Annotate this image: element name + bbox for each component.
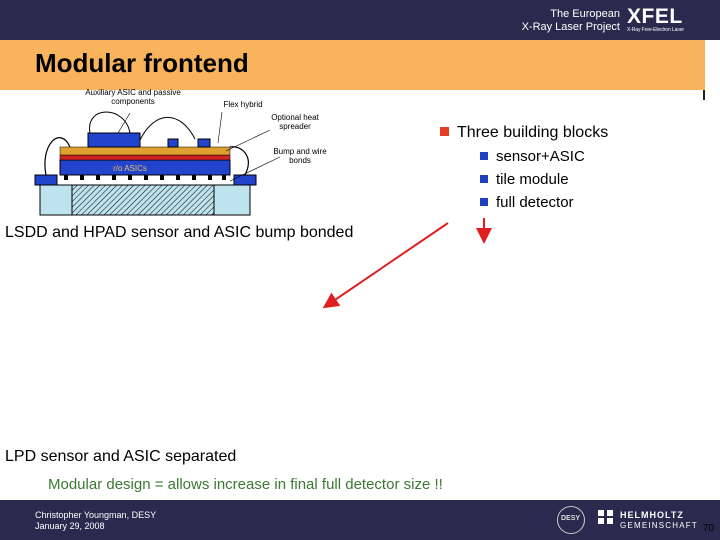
footer-author: Christopher Youngman, DESY: [35, 510, 157, 520]
pad-left: [34, 174, 58, 186]
header-line1: The European: [550, 8, 620, 20]
module-diagram-svg: [34, 111, 281, 216]
bullet-square-icon: [480, 152, 488, 160]
helmholtz-logo-line1: HELMHOLTZ: [620, 510, 684, 520]
hatched-block: [71, 184, 215, 216]
helmholtz-logo-line2: GEMEINSCHAFT: [620, 521, 698, 530]
bump-layer: [59, 154, 231, 161]
text-lpd-separated: LPD sensor and ASIC separated: [5, 448, 237, 465]
text-modular-design: Modular design = allows increase in fina…: [48, 476, 443, 493]
title-bar-edge: [703, 90, 705, 100]
bullet-sub-text: tile module: [496, 171, 569, 188]
label-ro-asics: r/o ASICs: [113, 164, 147, 173]
bullet-sub-3: full detector: [480, 194, 574, 211]
desy-logo-text: DESY: [561, 515, 581, 522]
passive-1: [167, 138, 179, 148]
bullet-square-icon: [480, 175, 488, 183]
aux-asic: [87, 132, 141, 148]
bullet-sub-2: tile module: [480, 171, 569, 188]
bullet-square-icon: [440, 127, 449, 136]
wire-bond-right: [229, 146, 249, 176]
footer-date: January 29, 2008: [35, 521, 105, 531]
xfel-logo: XFEL: [627, 5, 683, 28]
bullet-main: Three building blocks: [440, 124, 608, 142]
xfel-logo-subtitle: X-Ray Free-Electron Laser: [627, 27, 684, 33]
desy-logo-icon: [557, 506, 585, 534]
passive-2: [197, 138, 211, 148]
heat-spreader: [59, 146, 231, 156]
bullet-sub-text: full detector: [496, 194, 574, 211]
helmholtz-mark-icon: [598, 510, 613, 524]
label-heat-spreader: Optional heat spreader: [271, 113, 319, 131]
header-line2: X-Ray Laser Project: [521, 21, 620, 33]
bullet-sub-text: sensor+ASIC: [496, 148, 585, 165]
bullet-main-text: Three building blocks: [457, 124, 609, 141]
slide-title: Modular frontend: [35, 48, 249, 78]
title-bar: [0, 40, 705, 90]
label-aux-asic: Auxiliary ASIC and passive components: [85, 88, 181, 106]
header-bar: [0, 0, 720, 40]
text-bump-bonded: LSDD and HPAD sensor and ASIC bump bonde…: [5, 224, 354, 241]
bullet-sub-1: sensor+ASIC: [480, 148, 585, 165]
wire-bond-left: [44, 137, 71, 176]
page-number: 70: [703, 523, 715, 534]
label-bump-bonds: Bump and wire bonds: [273, 147, 327, 165]
bullet-square-icon: [480, 198, 488, 206]
pad-right: [233, 174, 257, 186]
label-flex-hybrid: Flex hybrid: [223, 100, 263, 109]
module-diagram: [30, 85, 400, 225]
